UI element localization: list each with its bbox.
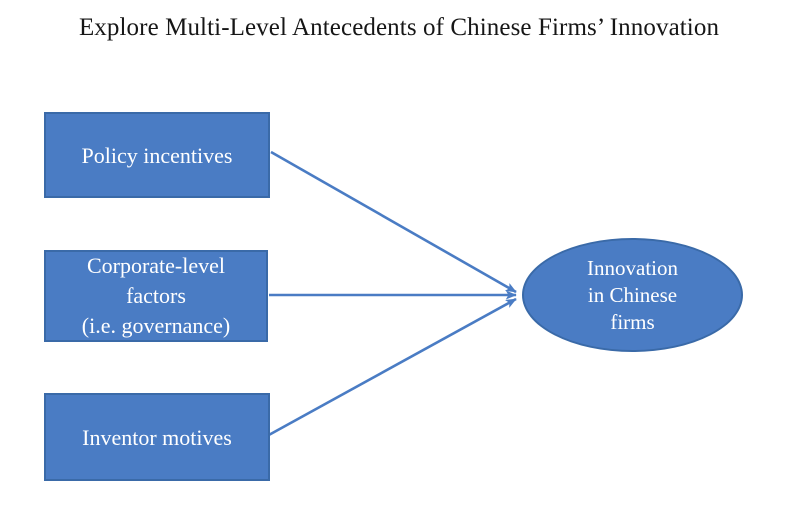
page-title: Explore Multi-Level Antecedents of Chine… [78, 14, 720, 41]
node-innovation-in-chinese-firms[interactable]: Innovation in Chinese firms [522, 238, 743, 352]
node-corporate-level-factors[interactable]: Corporate-level factors (i.e. governance… [44, 250, 268, 342]
node-policy-incentives-label: Policy incentives [81, 142, 233, 168]
edge-policy-to-innovation [270, 150, 517, 294]
node-corporate-line-2: factors [126, 283, 186, 308]
node-inventor-motives[interactable]: Inventor motives [44, 393, 270, 481]
node-innovation-line-1: Innovation [587, 255, 678, 280]
node-corporate-level-factors-label: Corporate-level factors (i.e. governance… [52, 251, 260, 341]
node-innovation-line-2: in Chinese [587, 282, 678, 307]
node-inventor-motives-label: Inventor motives [82, 424, 232, 450]
node-corporate-line-3: (i.e. governance) [81, 313, 231, 338]
node-innovation-label: Innovation in Chinese firms [587, 255, 678, 336]
node-corporate-line-1: Corporate-level [86, 253, 226, 278]
edge-inventor-to-innovation [266, 297, 517, 438]
node-innovation-line-3: firms [610, 309, 655, 334]
node-policy-incentives[interactable]: Policy incentives [44, 112, 270, 198]
